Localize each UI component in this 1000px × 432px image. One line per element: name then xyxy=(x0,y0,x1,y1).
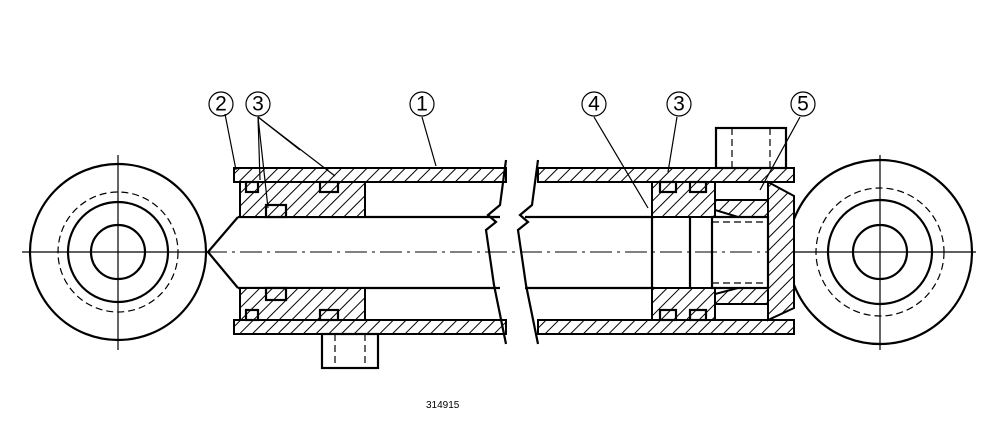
piston-rod xyxy=(205,215,800,290)
end-cap xyxy=(710,180,795,322)
right-clevis-eye xyxy=(786,155,976,350)
callout-3-right-label: 3 xyxy=(673,93,685,116)
callout-2-label: 2 xyxy=(215,93,227,116)
figure-number: 314915 xyxy=(426,400,460,411)
rod-gland xyxy=(239,180,366,322)
callout-5: 5 xyxy=(790,91,816,117)
rod-end-port xyxy=(320,332,380,370)
callout-1: 1 xyxy=(409,91,435,117)
callout-4-label: 4 xyxy=(588,93,600,116)
callout-5-label: 5 xyxy=(797,93,809,116)
cylinder-barrel xyxy=(233,159,795,345)
callout-3-right: 3 xyxy=(666,91,692,117)
callout-2: 2 xyxy=(208,91,234,117)
callout-3-left-label: 3 xyxy=(252,93,264,116)
callout-4: 4 xyxy=(581,91,607,117)
piston xyxy=(650,180,716,322)
callout-3-left: 3 xyxy=(245,91,271,117)
cap-end-port xyxy=(714,126,788,170)
leader-lines xyxy=(224,113,801,209)
callout-1-label: 1 xyxy=(416,93,428,116)
